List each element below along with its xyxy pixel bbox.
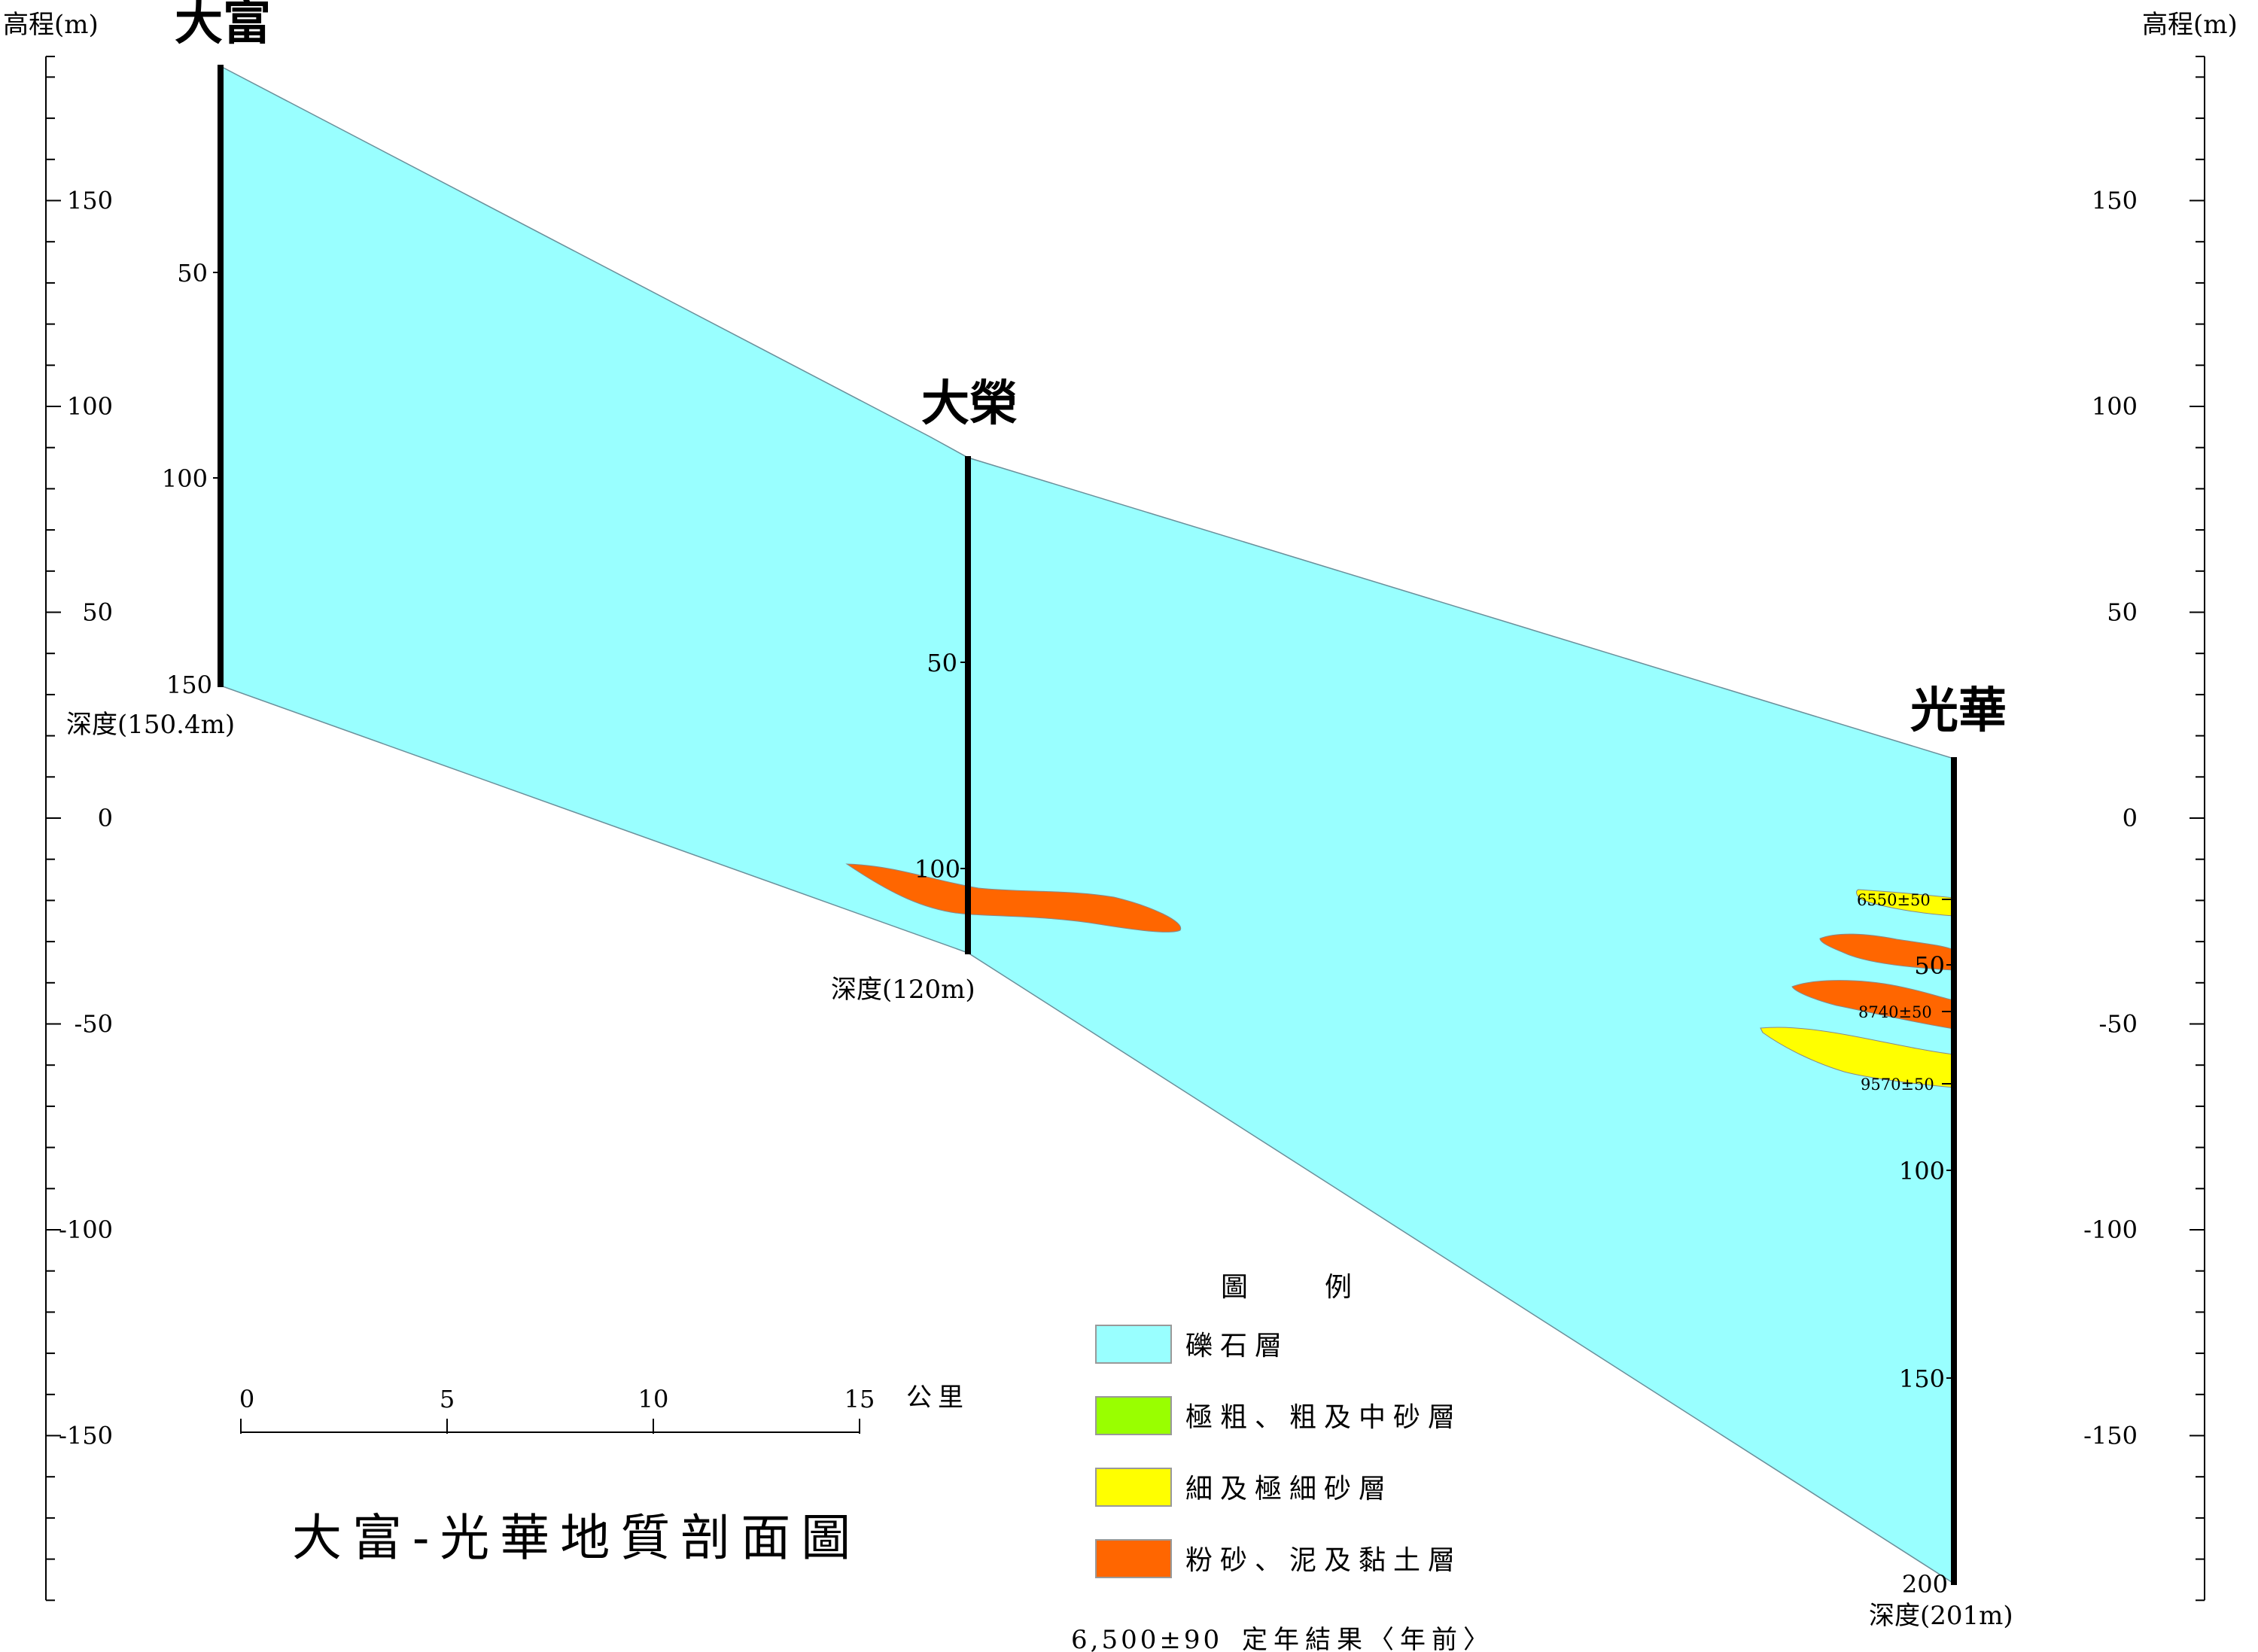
borehole-name-darong: 大榮: [921, 376, 1018, 432]
depth-tick-label: 50: [1914, 951, 1945, 980]
legend-swatch-coarse-sand: [1095, 1396, 1172, 1435]
right-axis-title: 高程(m): [2142, 10, 2238, 40]
legend-title: 圖 例: [1221, 1272, 1359, 1303]
depth-label-darong: 深度(120m): [831, 975, 975, 1005]
scale-bar: 0 5 10 15 公里: [239, 1383, 969, 1434]
date-label: 8740±50: [1858, 1003, 1932, 1021]
elevation-tick-label: -50: [74, 1010, 113, 1039]
legend-label: 細及極細砂層: [1185, 1474, 1393, 1504]
elevation-tick-label: 50: [82, 598, 113, 627]
legend-swatch-fine-sand: [1095, 1468, 1172, 1507]
depth-tick-label: 150: [1899, 1364, 1945, 1393]
scale-tick-label: 10: [638, 1385, 669, 1413]
legend-date-example-label: 定年結果〈年前〉: [1242, 1625, 1495, 1652]
depth-ticks-guanghua: 50 100 150 200: [1899, 951, 1954, 1599]
legend-swatch-gravel: [1095, 1325, 1172, 1364]
depth-tick-label: 200: [1902, 1570, 1948, 1599]
depth-label-guanghua: 深度(201m): [1869, 1601, 2013, 1631]
legend-label: 粉砂、泥及黏土層: [1185, 1545, 1462, 1576]
elevation-tick-label: 100: [2092, 392, 2138, 421]
depth-tick-label: 100: [914, 855, 960, 884]
elevation-tick-label: 150: [2092, 187, 2138, 215]
borehole-name-dafu: 大富: [175, 0, 271, 51]
gravel-layer: [220, 65, 1955, 1585]
elevation-tick-label: 50: [2107, 598, 2138, 627]
elevation-tick-label: 0: [98, 804, 113, 832]
legend: 圖 例 礫石層 極粗、粗及中砂層 細及極細砂層 粉砂、泥及黏土層 6,500±9…: [1071, 1272, 1495, 1652]
elevation-tick-label: -50: [2098, 1010, 2138, 1039]
elevation-tick-label: 0: [2123, 804, 2138, 832]
left-elevation-axis: 150 100 50 0 -50 -100 -150: [45, 56, 113, 1602]
borehole-name-guanghua: 光華: [1910, 683, 2007, 739]
date-label: 9570±50: [1861, 1075, 1934, 1094]
legend-swatch-clay: [1095, 1539, 1172, 1578]
scale-tick-label: 0: [239, 1385, 254, 1413]
elevation-tick-label: 100: [67, 392, 113, 421]
elevation-tick-label: 150: [67, 187, 113, 215]
depth-label-dafu: 深度(150.4m): [66, 710, 235, 740]
depth-ticks-dafu: 50 100 150: [162, 259, 221, 699]
depth-ticks-darong: 50 100: [914, 649, 968, 884]
scale-unit: 公里: [906, 1383, 969, 1413]
depth-tick-label: 100: [1899, 1157, 1945, 1185]
right-elevation-axis: 150 100 50 0 -50 -100 -150: [2083, 56, 2205, 1602]
left-axis-title: 高程(m): [3, 10, 99, 40]
elevation-tick-label: -100: [2083, 1215, 2138, 1244]
elevation-tick-label: -150: [2083, 1422, 2138, 1450]
scale-tick-label: 5: [440, 1385, 455, 1413]
sand-lens-1: [1856, 889, 1955, 917]
depth-tick-label: 50: [177, 259, 208, 288]
depth-tick-label: 150: [166, 671, 212, 699]
date-label: 6550±50: [1857, 891, 1931, 909]
depth-tick-label: 100: [162, 464, 208, 493]
legend-date-example: 6,500±90: [1071, 1625, 1222, 1652]
legend-label: 極粗、粗及中砂層: [1185, 1402, 1462, 1433]
scale-tick-label: 15: [844, 1385, 875, 1413]
dating-marks: 6550±50 8740±50 9570±50: [1857, 891, 1957, 1094]
elevation-tick-label: -100: [59, 1215, 113, 1244]
figure-title: 大富-光華地質剖面圖: [292, 1509, 861, 1567]
depth-tick-label: 50: [927, 649, 957, 677]
legend-label: 礫石層: [1185, 1331, 1289, 1361]
elevation-tick-label: -150: [59, 1422, 113, 1450]
